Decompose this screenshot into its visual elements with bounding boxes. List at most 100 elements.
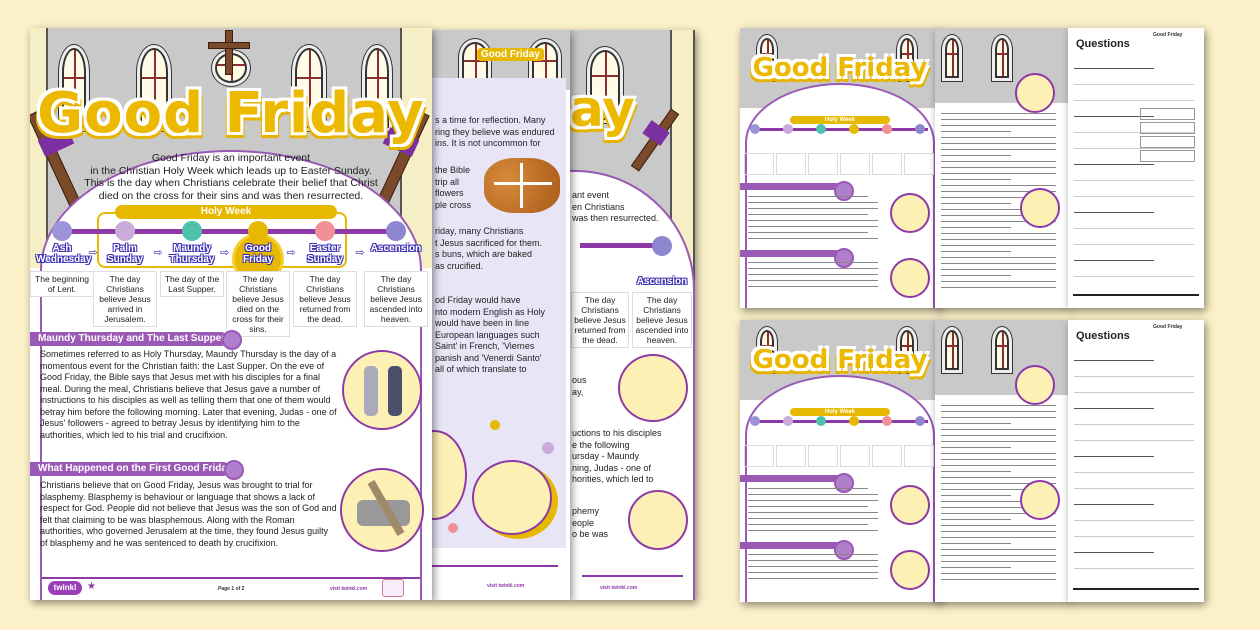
thumbnail-page-1: Good Friday Holy Week <box>740 28 940 308</box>
text-block: riday, many Christians t Jesus sacrifice… <box>435 226 542 272</box>
text-line: the Bible <box>435 165 471 175</box>
questions-title: Questions <box>1076 330 1130 342</box>
text-line: panish and 'Venerdi Santo' <box>435 352 542 363</box>
section2-body: Christians believe that on Good Friday, … <box>40 480 337 548</box>
crucifix-icon-bar <box>208 42 250 49</box>
timeline-dot <box>315 221 335 241</box>
text-line: o be was <box>572 529 609 539</box>
quality-badge-icon <box>382 579 404 597</box>
page-title: Good Friday <box>37 81 425 146</box>
text-block: ous ay, <box>572 375 587 398</box>
text-line: would have been in line <box>435 318 530 328</box>
thumbnail-title: Good Friday <box>752 53 928 83</box>
text-block: the Bible trip all flowers ple cross <box>435 165 471 211</box>
footer-divider <box>42 577 420 579</box>
text-line: s a time for reflection. Many <box>435 115 546 125</box>
text-line: as crucified. <box>435 260 484 271</box>
timeline-label: Ash Wednesday <box>36 243 92 265</box>
intro-line: died on the cross for their sins and was… <box>98 189 364 202</box>
timeline-label-ascension: Ascension <box>636 276 688 287</box>
timeline-desc: The beginning of Lent. <box>30 271 94 297</box>
thumbnail-questions-page: Good Friday Questions <box>1068 320 1204 602</box>
arrow-right-icon: ⇨ <box>355 247 365 259</box>
text-block: od Friday would have nto modern English … <box>435 295 545 376</box>
disciples-illustration <box>618 354 688 422</box>
intro-line: in the Christian Holy Week which leads u… <box>90 164 372 177</box>
arrow-right-icon: ⇨ <box>220 247 230 259</box>
text-line: trip all <box>435 176 460 187</box>
crucifixion-walk-illustration <box>340 468 424 552</box>
text-line: flowers <box>435 188 464 198</box>
timeline-desc: The day Christians believe Jesus died on… <box>226 271 290 337</box>
section-header-maundy-thursday: Maundy Thursday and The Last Supper <box>30 330 242 350</box>
intro-line: Good Friday is an important event <box>151 152 311 164</box>
text-block: s a time for reflection. Many ring they … <box>435 115 555 150</box>
timeline-desc: The day of the Last Supper. <box>160 271 224 297</box>
text-line: was then resurrected. <box>572 213 659 223</box>
timeline-dot <box>52 221 72 241</box>
text-block: ant event en Christians was then resurre… <box>572 190 659 225</box>
text-line: t Jesus sacrificed for them. <box>435 237 543 248</box>
worksheet-page-3: ay ant event en Christians was then resu… <box>570 30 695 600</box>
text-line: en Christians <box>572 201 625 212</box>
questions-title: Questions <box>1076 38 1130 50</box>
text-line: eople <box>572 517 595 528</box>
timeline-desc: The day Christians believe Jesus ascende… <box>364 271 428 327</box>
thumbnail-page-2 <box>935 320 1070 602</box>
footer-url: visit twinkl.com <box>487 583 525 589</box>
text-line: ring they believe was endured <box>435 126 555 137</box>
trial-illustration <box>628 490 688 550</box>
last-supper-illustration <box>342 350 422 430</box>
text-block: phemy eople o be was <box>572 506 608 541</box>
timeline-dot <box>386 221 406 241</box>
timeline-desc: The day Christians believe Jesus returne… <box>293 271 357 327</box>
thumbnail-header-label: Good Friday <box>1153 324 1183 330</box>
text-line: riday, many Christians <box>435 226 524 236</box>
timeline-desc: The day Christians believe Jesus ascende… <box>632 292 692 348</box>
text-line: ning, Judas - one of <box>572 462 652 473</box>
footer-url: visit twinkl.com <box>600 585 638 591</box>
timeline-desc: The day Christians believe Jesus returne… <box>571 292 629 348</box>
title-partial: ay <box>570 80 635 138</box>
timeline-label: Easter Sunday <box>306 243 344 265</box>
footer-page-number: Page 1 of 2 <box>218 586 245 592</box>
timeline-dot <box>115 221 135 241</box>
text-line: Saint' in French, 'Viernes <box>435 341 535 351</box>
timeline-label: Good Friday <box>242 243 273 265</box>
section1-body: Sometimes referred to as Holy Thursday, … <box>40 349 337 440</box>
thumbnail-holy-week: Holy Week <box>790 408 890 416</box>
hot-cross-buns-image <box>484 158 560 213</box>
timeline-desc: The day Christians believe Jesus arrived… <box>93 271 157 327</box>
footer-url: visit twinkl.com <box>330 586 368 592</box>
text-line: ins. It is not uncommon for <box>435 138 541 148</box>
intro-line: This is the day when Christians celebrat… <box>84 177 378 189</box>
thumbnail-page-1: Good Friday Holy Week <box>740 320 940 602</box>
thumbnail-title: Good Friday <box>752 345 928 375</box>
timeline-dot <box>248 221 268 241</box>
thumbnail-page-2 <box>935 28 1070 308</box>
twinkl-logo: twinkl <box>48 581 82 595</box>
intro-text: Good Friday is an important event in the… <box>30 152 432 202</box>
text-line: s buns, which are baked <box>435 249 533 259</box>
timeline-label: Ascension <box>370 243 422 254</box>
text-line: all of which translate to <box>435 364 527 374</box>
timeline-dot <box>182 221 202 241</box>
section-header-first-good-friday: What Happened on the First Good Friday? <box>30 460 244 480</box>
text-line: ant event <box>572 190 610 200</box>
text-line: ursday - Maundy <box>572 451 640 461</box>
thumbnail-questions-page: Good Friday Questions <box>1068 28 1204 308</box>
text-line: European languages such <box>435 329 540 340</box>
text-line: e the following <box>572 439 630 450</box>
text-line: ous <box>572 375 587 385</box>
timeline-line <box>70 229 400 234</box>
text-line: ay, <box>572 386 584 397</box>
crucifix-icon <box>225 30 233 75</box>
worksheet-page-1: Good Friday Good Friday is an important … <box>30 28 432 600</box>
text-line: phemy <box>572 506 600 516</box>
worksheet-page-2: Good Friday s a time for reflection. Man… <box>432 30 570 600</box>
text-line: uctions to his disciples <box>572 428 662 438</box>
holy-week-label: Holy Week <box>115 205 337 219</box>
arrow-right-icon: ⇨ <box>88 247 98 259</box>
thumbnail-holy-week: Holy Week <box>790 116 890 124</box>
page-label: Good Friday <box>477 48 544 61</box>
